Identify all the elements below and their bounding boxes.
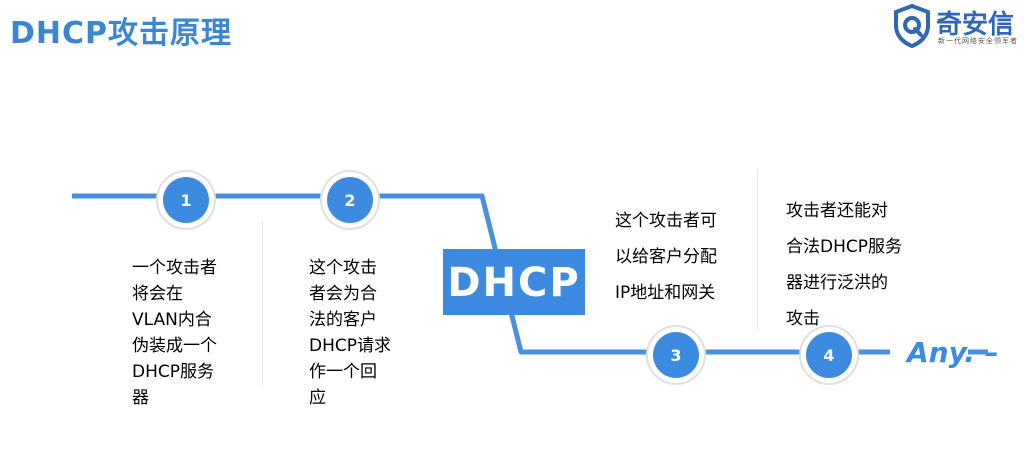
- step-4-line: 合法DHCP服务: [786, 237, 902, 257]
- step-1-line: 器: [132, 388, 149, 408]
- shield-q-icon: [894, 4, 930, 48]
- step-3-description: 这个攻击者可 以给客户分配 IP地址和网关: [615, 203, 717, 311]
- step-3-line: IP地址和网关: [615, 283, 716, 303]
- step-2-line: DHCP请求: [309, 336, 391, 356]
- step-3-line: 以给客户分配: [615, 247, 717, 267]
- step-number-4: 4: [823, 346, 834, 365]
- step-2-line: 者会为合: [309, 284, 377, 304]
- step-2-line: 作一个回: [309, 362, 377, 382]
- step-4-description: 攻击者还能对 合法DHCP服务 器进行泛洪的 攻击: [786, 193, 902, 337]
- step-2-line: 法的客户: [309, 310, 377, 330]
- step-1-line: DHCP服务: [132, 362, 214, 382]
- dhcp-label-box: DHCP: [443, 249, 585, 315]
- divider-1: [262, 220, 263, 385]
- logo-slogan: 新一代网络安全领军者: [938, 37, 1018, 45]
- step-number-1: 1: [180, 191, 191, 210]
- step-1-line: VLAN内合: [132, 310, 212, 330]
- step-node-2: 2: [320, 170, 380, 230]
- step-2-line: 应: [309, 388, 326, 408]
- step-number-2: 2: [344, 191, 355, 210]
- step-3-line: 这个攻击者可: [615, 211, 717, 231]
- step-node-4: 4: [799, 325, 859, 385]
- step-1-line: 伪装成一个: [132, 336, 217, 356]
- end-label: Any. –: [907, 336, 999, 369]
- divider-2: [757, 170, 758, 330]
- company-logo: 奇安信 新一代网络安全领军者: [892, 2, 1024, 50]
- step-4-line: 攻击者还能对: [786, 201, 888, 221]
- step-4-line: 攻击: [786, 309, 820, 329]
- step-1-description: 一个攻击者 将会在 VLAN内合 伪装成一个 DHCP服务 器: [132, 255, 217, 411]
- step-node-3: 3: [646, 325, 706, 385]
- step-node-1: 1: [156, 170, 216, 230]
- step-1-line: 一个攻击者: [132, 258, 217, 278]
- step-1-line: 将会在: [132, 284, 183, 304]
- page-title: DHCP攻击原理: [10, 16, 233, 51]
- step-4-line: 器进行泛洪的: [786, 273, 888, 293]
- step-number-3: 3: [670, 346, 681, 365]
- logo-name: 奇安信: [936, 10, 1015, 40]
- step-2-description: 这个攻击 者会为合 法的客户 DHCP请求 作一个回 应: [309, 255, 391, 411]
- step-2-line: 这个攻击: [309, 258, 377, 278]
